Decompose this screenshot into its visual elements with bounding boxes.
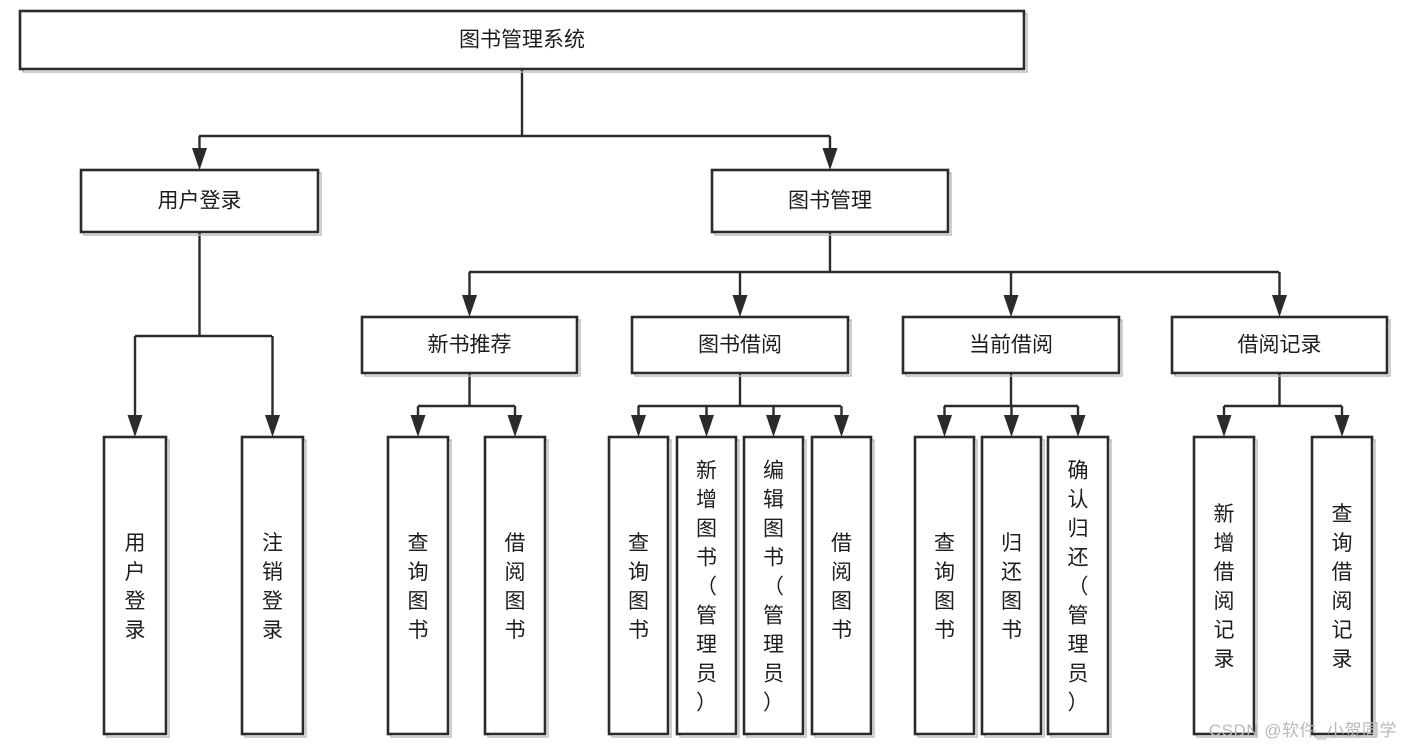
node-label: 新增借阅记录 [1214, 503, 1235, 671]
node-label: 注销登录 [262, 532, 283, 642]
arrow-head-icon [1334, 415, 1350, 437]
node-leaf-new-borrow[interactable]: 借阅图书 [483, 435, 549, 738]
node-box[interactable] [980, 435, 1043, 736]
node-leaf-current-query[interactable]: 查询图书 [913, 435, 978, 738]
node-newbook[interactable]: 新书推荐 [360, 315, 581, 377]
arrow-head-icon [937, 415, 952, 437]
node-box[interactable] [630, 315, 850, 375]
arrow-head-icon [1070, 415, 1086, 437]
connector-group-bus-root [192, 69, 838, 170]
connector-group-bus-bookmgmt [462, 232, 1287, 317]
arrow-head-icon [699, 415, 714, 437]
node-box[interactable] [18, 9, 1026, 71]
arrow-head-icon [127, 415, 143, 437]
node-label: 图书管理系统 [459, 29, 585, 52]
node-box[interactable] [240, 435, 305, 736]
node-leaf-record-add[interactable]: 新增借阅记录 [1192, 435, 1258, 738]
arrow-head-icon [1272, 295, 1287, 317]
node-leaf-user-logout[interactable]: 注销登录 [240, 435, 307, 738]
node-leaf-borrow-add[interactable]: 新增图书（管理员） [675, 435, 740, 738]
node-label: 查询借阅记录 [1332, 503, 1353, 671]
node-label: 图书管理 [788, 190, 872, 213]
node-leaf-user-login[interactable]: 用户登录 [102, 435, 170, 738]
node-box[interactable] [810, 435, 873, 736]
node-box[interactable] [607, 435, 670, 736]
node-box[interactable] [1192, 435, 1256, 736]
node-box[interactable] [360, 315, 579, 375]
connector-group-bus-current [937, 373, 1086, 437]
node-label: 用户登录 [125, 532, 146, 642]
node-borrow[interactable]: 图书借阅 [630, 315, 852, 377]
node-root[interactable]: 图书管理系统 [18, 9, 1028, 73]
node-box[interactable] [742, 435, 805, 736]
node-leaf-borrow-query[interactable]: 查询图书 [607, 435, 672, 738]
node-label: 查询图书 [408, 532, 429, 642]
csdn-watermark: CSDN @软件_小贺同学 [1208, 721, 1397, 740]
node-leaf-current-return[interactable]: 归还图书 [980, 435, 1045, 738]
node-layer: 图书管理系统用户登录图书管理新书推荐图书借阅当前借阅借阅记录用户登录注销登录查询… [18, 9, 1391, 738]
node-label: 图书借阅 [698, 334, 782, 357]
arrow-head-icon [192, 148, 207, 170]
node-box[interactable] [483, 435, 547, 736]
node-records[interactable]: 借阅记录 [1170, 315, 1391, 377]
node-label: 借阅图书 [831, 532, 852, 642]
node-box[interactable] [675, 435, 738, 736]
arrow-head-icon [822, 148, 838, 170]
connector-group-bus-login [127, 232, 280, 437]
node-label: 当前借阅 [969, 334, 1053, 357]
node-label: 新增图书（管理员） [696, 460, 717, 715]
arrow-head-icon [1004, 415, 1019, 437]
node-login[interactable]: 用户登录 [79, 168, 322, 236]
node-box[interactable] [710, 168, 950, 234]
node-label: 查询图书 [628, 532, 649, 642]
connector-group-bus-records [1216, 373, 1350, 437]
node-box[interactable] [79, 168, 320, 234]
arrow-head-icon [507, 415, 523, 437]
node-label: 借阅图书 [505, 532, 526, 642]
arrow-head-icon [834, 415, 849, 437]
arrow-head-icon [732, 295, 748, 317]
node-box[interactable] [386, 435, 450, 736]
node-label: 用户登录 [158, 190, 242, 213]
node-leaf-borrow-lend[interactable]: 借阅图书 [810, 435, 875, 738]
arrow-head-icon [462, 295, 477, 317]
node-leaf-new-query[interactable]: 查询图书 [386, 435, 452, 738]
arrow-head-icon [766, 415, 781, 437]
arrow-head-icon [1216, 415, 1232, 437]
node-label: 查询图书 [934, 532, 955, 642]
node-label: 确认归还（管理员） [1068, 460, 1089, 715]
node-box[interactable] [913, 435, 976, 736]
node-leaf-borrow-edit[interactable]: 编辑图书（管理员） [742, 435, 807, 738]
node-box[interactable] [901, 315, 1121, 375]
node-leaf-current-confirm[interactable]: 确认归还（管理员） [1046, 435, 1112, 738]
node-leaf-record-query[interactable]: 查询借阅记录 [1310, 435, 1376, 738]
node-box[interactable] [102, 435, 168, 736]
arrow-head-icon [265, 415, 280, 437]
node-label: 归还图书 [1001, 532, 1022, 642]
node-label: 借阅记录 [1238, 334, 1322, 357]
arrow-head-icon [410, 415, 426, 437]
node-box[interactable] [1310, 435, 1374, 736]
arrow-head-icon [631, 415, 646, 437]
node-box[interactable] [1046, 435, 1110, 736]
node-bookmgmt[interactable]: 图书管理 [710, 168, 952, 236]
node-label: 新书推荐 [428, 334, 512, 357]
node-label: 编辑图书（管理员） [763, 460, 784, 715]
node-box[interactable] [1170, 315, 1389, 375]
connector-group-bus-borrow [631, 373, 849, 437]
connector-group-bus-newbook [410, 373, 523, 437]
connector-layer [127, 69, 1350, 437]
node-current[interactable]: 当前借阅 [901, 315, 1123, 377]
arrow-head-icon [1003, 295, 1019, 317]
